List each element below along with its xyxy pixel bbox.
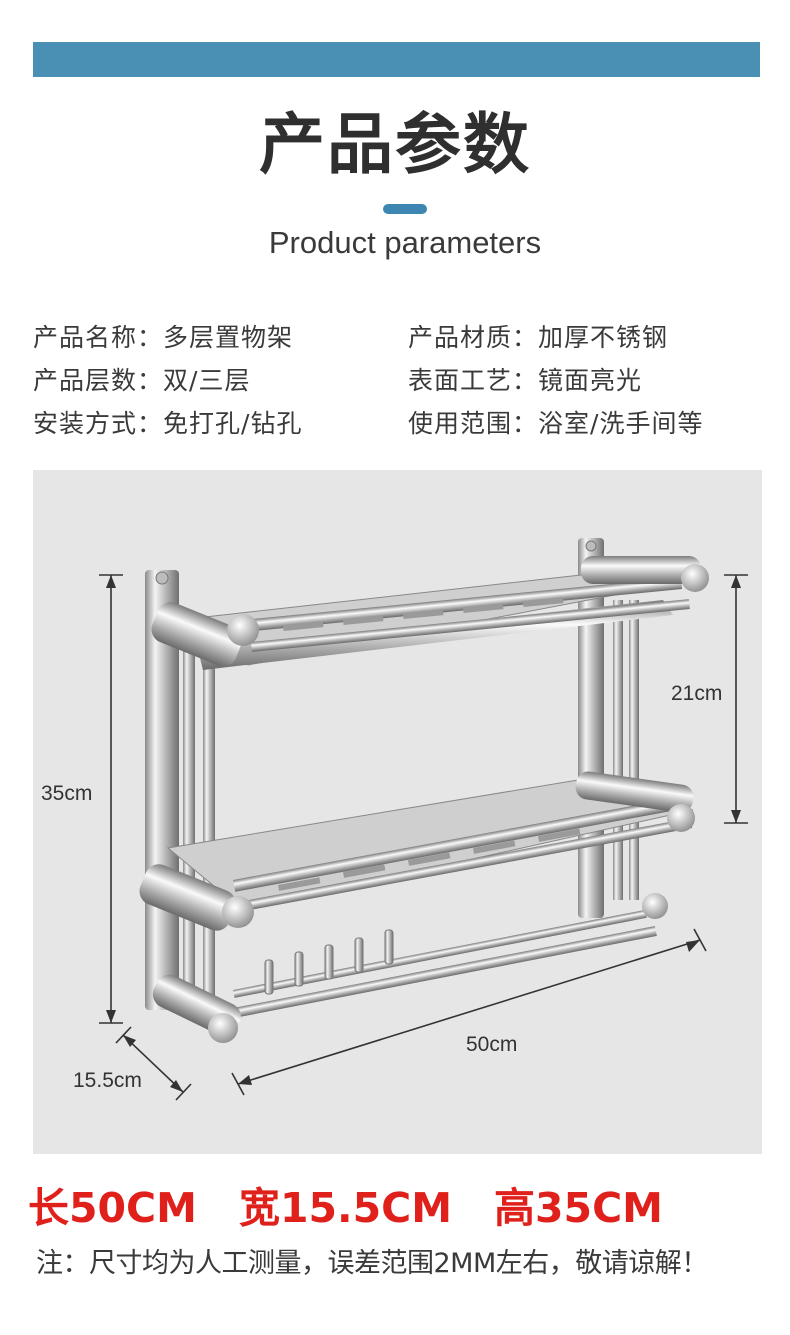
param-material: 产品材质：加厚不锈钢 (408, 318, 668, 358)
depth-dimension-label: 15.5cm (73, 1069, 142, 1092)
title-underline (383, 204, 427, 214)
size-summary: 长50CM 宽15.5CM 高35CM (28, 1180, 788, 1236)
middle-shelf (139, 771, 695, 931)
param-layers-label: 产品层数： (33, 366, 164, 395)
top-shelf (151, 556, 709, 670)
dimension-lines (99, 574, 748, 1101)
param-usage-value: 浴室/洗手间等 (538, 409, 704, 438)
param-finish-value: 镜面亮光 (538, 366, 643, 395)
param-material-value: 加厚不锈钢 (538, 323, 669, 352)
shelf-gap-dimension-label: 21cm (671, 682, 722, 705)
size-height: 高35CM (494, 1184, 663, 1232)
size-length: 长50CM (28, 1184, 197, 1232)
param-finish: 表面工艺：镜面亮光 (408, 361, 642, 401)
param-name: 产品名称：多层置物架 (33, 318, 293, 358)
middle-shelf-slots (278, 828, 581, 891)
width-dimension-label: 50cm (466, 1033, 517, 1056)
towel-hooks (264, 929, 394, 995)
param-usage: 使用范围：浴室/洗手间等 (408, 404, 703, 444)
param-install: 安装方式：免打孔/钻孔 (33, 404, 302, 444)
top-accent-bar (33, 42, 760, 77)
product-image-panel: 35cm 21cm 50cm 15.5cm (33, 470, 762, 1154)
page-subtitle: Product parameters (268, 225, 542, 260)
height-dimension-label: 35cm (41, 782, 92, 805)
param-install-value: 免打孔/钻孔 (163, 409, 303, 438)
page-title: 产品参数 (259, 106, 531, 183)
param-layers-value: 双/三层 (163, 366, 251, 395)
param-name-value: 多层置物架 (163, 323, 294, 352)
shelf-diagram: 35cm 21cm 50cm 15.5cm (41, 538, 748, 1101)
param-name-label: 产品名称： (33, 323, 164, 352)
param-layers: 产品层数：双/三层 (33, 361, 250, 401)
param-usage-label: 使用范围： (408, 409, 539, 438)
measurement-note: 注：尺寸均为人工测量，误差范围2MM左右，敬请谅解！ (36, 1248, 708, 1279)
param-finish-label: 表面工艺： (408, 366, 539, 395)
towel-bar (152, 893, 668, 1043)
param-material-label: 产品材质： (408, 323, 539, 352)
param-install-label: 安装方式： (33, 409, 164, 438)
top-shelf-slots (283, 597, 564, 631)
size-width: 宽15.5CM (238, 1184, 453, 1232)
